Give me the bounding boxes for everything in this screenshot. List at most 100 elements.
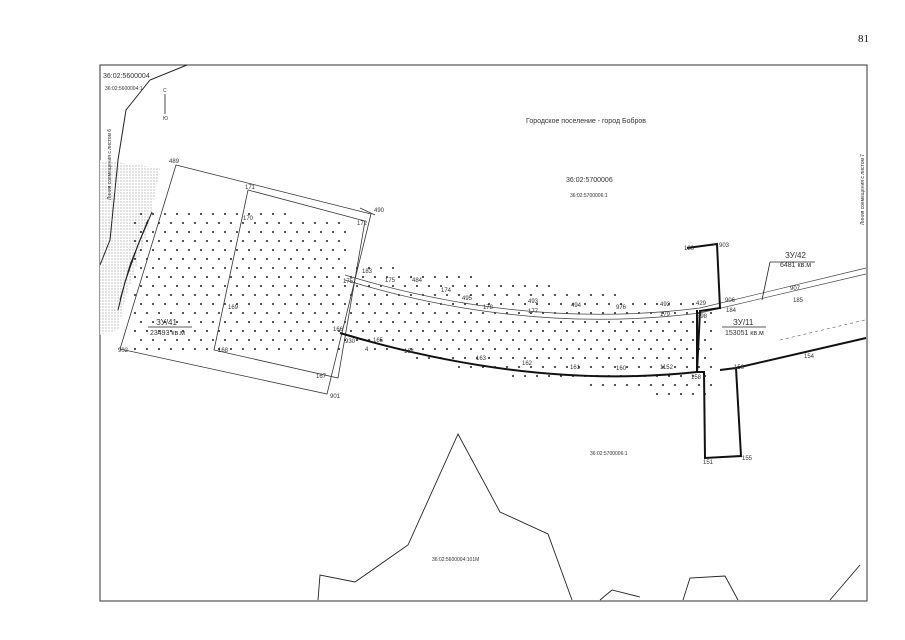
dot (308, 339, 310, 341)
dot (608, 339, 610, 341)
dot (296, 303, 298, 305)
dot (470, 330, 472, 332)
dot (542, 366, 544, 368)
dot (590, 384, 592, 386)
dot (392, 339, 394, 341)
dot (680, 357, 682, 359)
dot (242, 276, 244, 278)
dot (326, 330, 328, 332)
dot (296, 321, 298, 323)
dot (710, 384, 712, 386)
dot (200, 231, 202, 233)
dot (470, 294, 472, 296)
plot-zu41-inner (213, 189, 366, 379)
dot (482, 348, 484, 350)
point-label: 167 (316, 374, 327, 380)
dot (170, 240, 172, 242)
dot (548, 303, 550, 305)
dot (638, 366, 640, 368)
dot (140, 339, 142, 341)
dot (224, 231, 226, 233)
dot (374, 276, 376, 278)
dot (542, 348, 544, 350)
dot (464, 339, 466, 341)
point-label: 156 (734, 365, 745, 371)
block-bottom: 36:02:5600004:101M (432, 557, 479, 563)
dot (578, 348, 580, 350)
dot (290, 330, 292, 332)
dot (686, 384, 688, 386)
dot (314, 240, 316, 242)
dot (332, 267, 334, 269)
road-line-top (344, 267, 867, 315)
dot (230, 294, 232, 296)
dot (308, 231, 310, 233)
dot (218, 240, 220, 242)
point-label: 4 (365, 347, 369, 353)
dot (530, 312, 532, 314)
dot (404, 303, 406, 305)
dot (170, 294, 172, 296)
point-label: 179 (660, 312, 671, 318)
dot (524, 285, 526, 287)
dot (524, 303, 526, 305)
dot (266, 312, 268, 314)
dot (206, 330, 208, 332)
dot (506, 330, 508, 332)
dot (626, 330, 628, 332)
point-label: 484 (412, 278, 423, 284)
dot (146, 348, 148, 350)
dot (206, 222, 208, 224)
dot (254, 294, 256, 296)
dot (518, 294, 520, 296)
dot (590, 366, 592, 368)
dot (176, 249, 178, 251)
dot (686, 312, 688, 314)
dot (302, 348, 304, 350)
dot (188, 249, 190, 251)
dot (152, 303, 154, 305)
dot (374, 330, 376, 332)
dot (140, 303, 142, 305)
dot (254, 330, 256, 332)
dot (632, 357, 634, 359)
dot (200, 213, 202, 215)
dot (230, 240, 232, 242)
settlement-label: Городское поселение - город Бобров (526, 117, 646, 125)
dot (536, 357, 538, 359)
dot (200, 303, 202, 305)
dot (206, 276, 208, 278)
dot (188, 339, 190, 341)
point-label: 160 (616, 366, 627, 372)
dot (134, 348, 136, 350)
dot (314, 276, 316, 278)
plot-zu11-id: ЗУ/11 (733, 318, 754, 327)
point-label: 170 (243, 216, 254, 222)
dot (434, 294, 436, 296)
dot (146, 312, 148, 314)
dot (416, 303, 418, 305)
dot (608, 303, 610, 305)
dot (404, 285, 406, 287)
dot (194, 312, 196, 314)
plot-zu11-boundary (339, 332, 698, 378)
dot (140, 213, 142, 215)
dot (236, 321, 238, 323)
dot (416, 321, 418, 323)
dot (188, 231, 190, 233)
dot (620, 339, 622, 341)
dot (494, 294, 496, 296)
dot (278, 240, 280, 242)
dot (194, 348, 196, 350)
dot (158, 348, 160, 350)
north-arrow-top: С (163, 88, 167, 94)
dot (680, 321, 682, 323)
dot (254, 258, 256, 260)
plot-zu11-boundary-right (735, 337, 867, 369)
dot (176, 339, 178, 341)
dot (518, 366, 520, 368)
dot (506, 348, 508, 350)
dot (254, 276, 256, 278)
dot (440, 285, 442, 287)
dot (140, 321, 142, 323)
